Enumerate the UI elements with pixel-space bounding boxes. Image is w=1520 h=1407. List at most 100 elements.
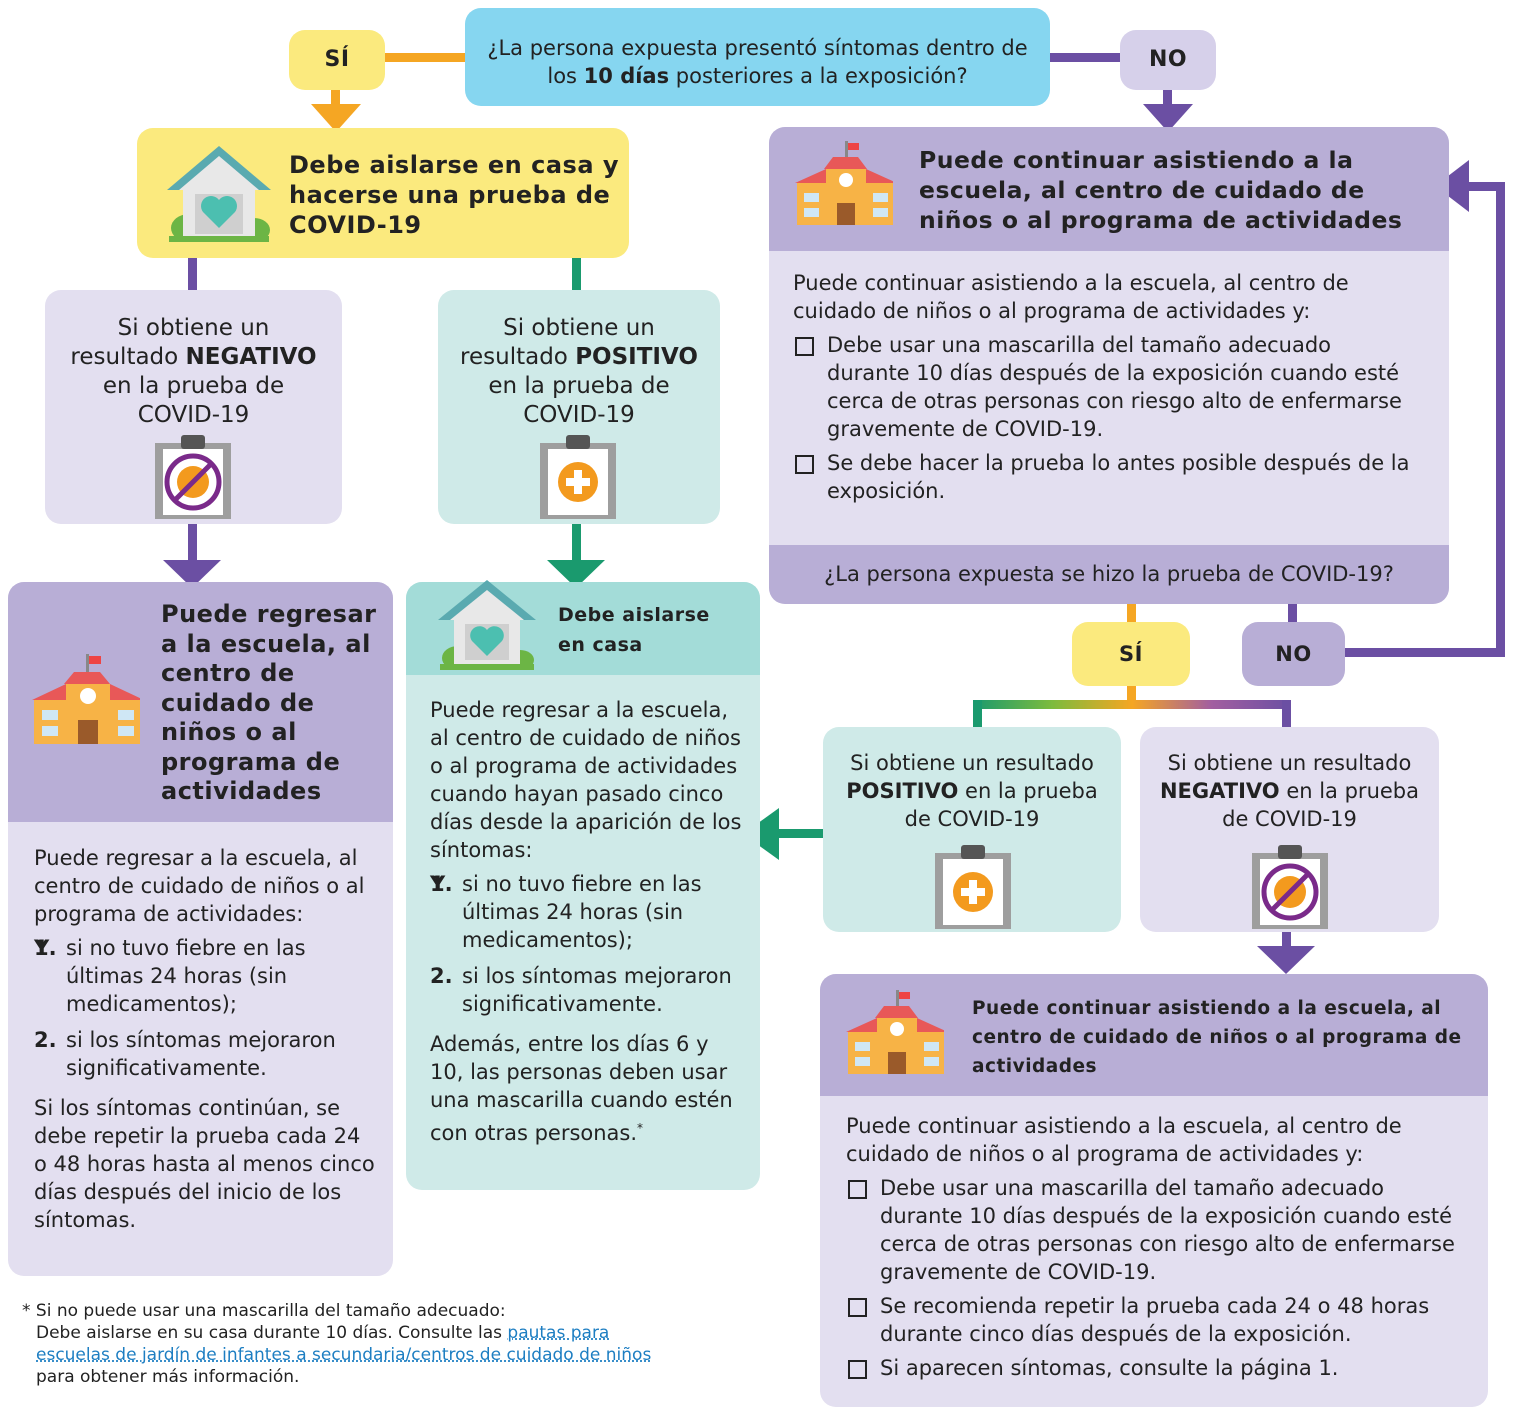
arrow-down-pos-left — [547, 560, 605, 588]
arrow-left-pos-right — [743, 808, 779, 860]
pos-left-box: Si obtiene un resultado POSITIVO en la p… — [438, 290, 720, 524]
connector-pos-left-down — [572, 524, 581, 566]
footnote-line1: * Si no puede usar una mascarilla del ta… — [22, 1301, 506, 1321]
neg-left-pre: Si obtiene un resultado — [70, 315, 270, 370]
q2-yes-label: SÍ — [1119, 642, 1143, 666]
continue-bottom-body: Puede continuar asistiendo a la escuela,… — [846, 1112, 1476, 1382]
top-question-box: ¿La persona expuesta presentó síntomas d… — [465, 8, 1050, 106]
top-yes-badge: SÍ — [289, 30, 385, 90]
school-icon — [32, 654, 140, 744]
positive-test-clipboard-icon — [935, 845, 1011, 929]
isolate-home-item1: 1.si no tuvo fiebre en las últimas 24 ho… — [430, 870, 746, 954]
arrow-left-loop — [1435, 160, 1469, 212]
connector-pos-right-left — [775, 829, 825, 838]
connector-no-q2 — [1288, 604, 1297, 622]
isolate-test-box: Debe aislarse en casa y hacerse una prue… — [137, 128, 629, 258]
connector-neg-left-down — [188, 524, 197, 566]
return-school-body: Puede regresar a la escuela, al centro d… — [34, 844, 379, 1234]
school-icon — [846, 990, 944, 1074]
isolate-home-footer: Además, entre los días 6 y 10, las perso… — [430, 1030, 746, 1147]
item-number: 1. — [34, 936, 57, 960]
pos-left-pre: Si obtiene un resultado — [460, 315, 655, 370]
connector-neg-right-down — [1282, 930, 1291, 950]
connector-yes-stem — [331, 90, 340, 108]
item-number: 2. — [34, 1028, 57, 1052]
positive-test-clipboard-icon — [540, 435, 616, 519]
q2-no-label: NO — [1275, 642, 1312, 666]
pos-left-bold: POSITIVO — [575, 344, 698, 370]
arrow-down-neg-left — [163, 560, 221, 588]
isolate-test-title: Debe aislarse en casa y hacerse una prue… — [289, 151, 620, 239]
connector-no-loop-v — [1496, 182, 1505, 657]
isolate-home-body: Puede regresar a la escuela, al centro d… — [430, 696, 746, 1147]
house-heart-icon — [438, 580, 536, 670]
top-yes-label: SÍ — [324, 47, 350, 72]
isolate-home-item2: 2.si los síntomas mejoraron significativ… — [430, 962, 746, 1018]
pos-right-bold: POSITIVO — [846, 779, 959, 803]
check-text: Debe usar una mascarilla del tamaño adec… — [880, 1176, 1455, 1284]
connector-split-right — [1282, 700, 1291, 728]
footnote-text-end: para obtener más información. — [36, 1367, 300, 1387]
continue-top-check1: Debe usar una mascarilla del tamaño adec… — [793, 331, 1433, 443]
pos-right-post: en la prueba de COVID-19 — [904, 779, 1098, 831]
guidelines-link[interactable]: pautas para escuelas de jardín de infant… — [36, 1323, 652, 1365]
connector-no-loop-top — [1465, 182, 1505, 191]
neg-right-box: Si obtiene un resultado NEGATIVO en la p… — [1140, 727, 1439, 932]
top-question-pre: ¿La persona expuesta presentó síntomas d… — [487, 36, 1028, 88]
continue-top-check2: Se debe hacer la prueba lo antes posible… — [793, 449, 1433, 505]
q2-no-badge: NO — [1242, 622, 1345, 686]
isolate-home-card: Debe aislarse en casa Puede regresar a l… — [406, 580, 760, 1190]
connector-split-left — [973, 700, 982, 728]
negative-test-clipboard-icon — [1252, 845, 1328, 929]
continue-top-card: Puede continuar asistiendo a la escuela,… — [769, 127, 1449, 604]
arrow-down-no — [1143, 104, 1193, 132]
check-text: Se recomienda repetir la prueba cada 24 … — [880, 1294, 1430, 1346]
neg-right-bold: NEGATIVO — [1159, 779, 1280, 803]
item-text: si no tuvo fiebre en las últimas 24 hora… — [66, 936, 306, 1016]
top-no-label: NO — [1148, 47, 1188, 72]
return-school-item1: 1. si no tuvo fiebre en las últimas 24 ho… — [34, 934, 379, 1018]
continue-bottom-card: Puede continuar asistiendo a la escuela,… — [820, 974, 1488, 1407]
top-question-post: posteriores a la exposición? — [669, 64, 968, 88]
check-text: Debe usar una mascarilla del tamaño adec… — [827, 333, 1402, 441]
item-text: si los síntomas mejoraron significativam… — [462, 964, 732, 1016]
isolate-home-header: Debe aislarse en casa — [406, 580, 760, 675]
check-text: Se debe hacer la prueba lo antes posible… — [827, 451, 1410, 503]
continue-bottom-check2: Se recomienda repetir la prueba cada 24 … — [846, 1292, 1476, 1348]
continue-top-header: Puede continuar asistiendo a la escuela,… — [769, 127, 1449, 251]
house-heart-icon — [167, 146, 271, 242]
q2-yes-badge: SÍ — [1072, 622, 1190, 686]
continue-top-title: Puede continuar asistiendo a la escuela,… — [919, 146, 1403, 234]
neg-right-post: en la prueba de COVID-19 — [1222, 779, 1419, 831]
continue-bottom-header: Puede continuar asistiendo a la escuela,… — [820, 974, 1488, 1096]
isolate-home-footer-text: Además, entre los días 6 y 10, las perso… — [430, 1032, 733, 1145]
check-text: Si aparecen síntomas, consulte la página… — [880, 1356, 1339, 1380]
item-and: Y — [34, 936, 50, 960]
connector-yes-q2 — [1127, 604, 1136, 622]
footnote-line2: Debe aislarse en su casa durante 10 días… — [22, 1322, 682, 1388]
pos-left-post: en la prueba de COVID-19 — [488, 373, 670, 428]
return-school-item2: 2.si los síntomas mejoraron significativ… — [34, 1026, 379, 1082]
negative-test-clipboard-icon — [155, 435, 231, 519]
continue-top-body: Puede continuar asistiendo a la escuela,… — [793, 269, 1433, 505]
connector-yes-top — [385, 53, 467, 62]
footnote-mark: * — [637, 1121, 644, 1135]
return-school-card: Puede regresar a la escuela, al centro d… — [8, 582, 393, 1276]
connector-no-stem — [1163, 90, 1172, 108]
continue-bottom-check1: Debe usar una mascarilla del tamaño adec… — [846, 1174, 1476, 1286]
continue-bottom-title: Puede continuar asistiendo a la escuela,… — [972, 998, 1462, 1077]
footnote-text: Debe aislarse en su casa durante 10 días… — [36, 1323, 508, 1343]
connector-neg-left — [188, 258, 197, 292]
continue-top-intro: Puede continuar asistiendo a la escuela,… — [793, 271, 1349, 323]
arrow-down-yes — [311, 104, 361, 132]
connector-no-loop-h — [1345, 648, 1505, 657]
arrow-down-neg-right — [1257, 946, 1315, 974]
return-school-header: Puede regresar a la escuela, al centro d… — [8, 582, 393, 822]
neg-left-post: en la prueba de COVID-19 — [102, 373, 285, 428]
neg-left-bold: NEGATIVO — [185, 344, 317, 370]
return-school-title: Puede regresar a la escuela, al centro d… — [161, 600, 377, 805]
continue-top-question: ¿La persona expuesta se hizo la prueba d… — [769, 545, 1449, 604]
return-school-intro: Puede regresar a la escuela, al centro d… — [34, 846, 365, 926]
connector-yes-q2-down — [1127, 686, 1136, 704]
item-text: si no tuvo fiebre en las últimas 24 hora… — [462, 872, 702, 952]
